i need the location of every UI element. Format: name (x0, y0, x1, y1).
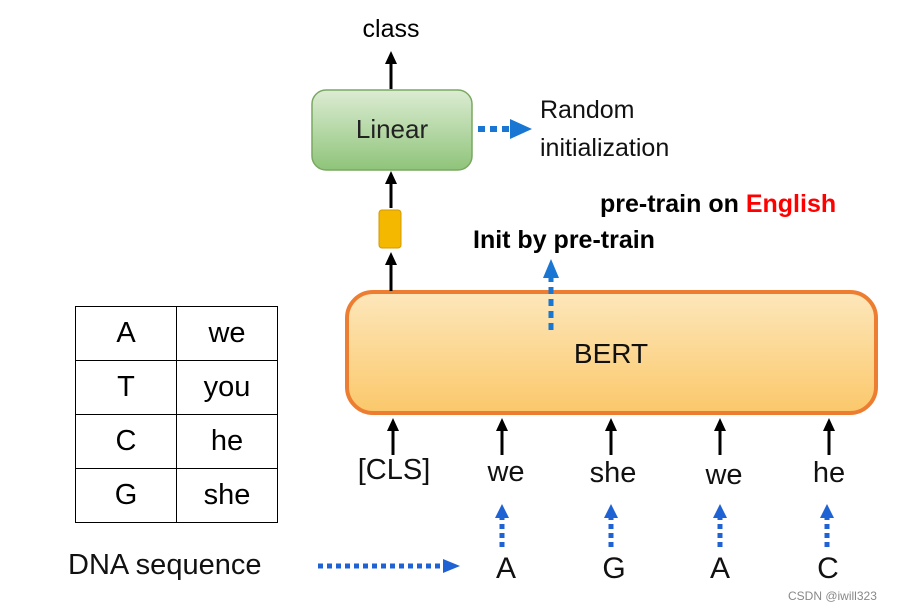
arrow-base-2-to-token (604, 504, 618, 547)
arrow-random-init (478, 119, 532, 139)
mapping-base: G (75, 468, 177, 523)
token-2: she (589, 457, 637, 489)
arrow-vector-to-linear (385, 171, 397, 208)
mapping-row: C he (75, 414, 278, 469)
mapping-word: you (176, 360, 278, 415)
mapping-word: he (176, 414, 278, 469)
arrow-bert-to-vector (385, 252, 397, 291)
mapping-base: T (75, 360, 177, 415)
cls-token: [CLS] (357, 454, 431, 486)
arrow-linear-to-class (385, 51, 397, 89)
arrow-dna-to-bases (318, 559, 460, 573)
bert-box (345, 290, 878, 415)
linear-box (311, 89, 473, 171)
dna-base-4: C (817, 552, 839, 585)
linear-label: Linear (355, 114, 429, 144)
output-class-label: class (362, 15, 420, 43)
arrow-token-2-to-bert (605, 418, 617, 455)
arrow-token-4-to-bert (823, 418, 835, 455)
arrow-base-3-to-token (713, 504, 727, 547)
mapping-row: T you (75, 360, 278, 415)
mapping-word: we (176, 306, 278, 361)
dna-base-3: A (709, 552, 731, 585)
mapping-row: G she (75, 468, 278, 523)
pretrain-language: English (745, 190, 837, 218)
arrow-token-3-to-bert (714, 418, 726, 455)
token-4: he (812, 457, 846, 489)
mapping-base: A (75, 306, 177, 361)
dna-base-1: A (495, 552, 517, 585)
arrow-cls-to-bert (387, 418, 399, 455)
mapping-base: C (75, 414, 177, 469)
token-1: we (487, 456, 525, 488)
arrow-base-4-to-token (820, 504, 834, 547)
mapping-word: she (176, 468, 278, 523)
dna-sequence-label: DNA sequence (68, 549, 262, 581)
token-3: we (705, 459, 743, 491)
arrow-init-by-pretrain (543, 259, 559, 330)
arrow-token-1-to-bert (496, 418, 508, 455)
random-init-line-1: Random (540, 96, 635, 124)
dna-base-2: G (602, 552, 626, 585)
bert-label: BERT (573, 338, 649, 369)
watermark: CSDN @iwill323 (788, 589, 877, 603)
random-init-line-2: initialization (540, 134, 670, 162)
mapping-row: A we (75, 306, 278, 361)
arrow-base-1-to-token (495, 504, 509, 547)
cls-vector (378, 209, 402, 249)
pretrain-prefix: pre-train on (600, 190, 746, 218)
dna-word-mapping-table: A we T you C he G she (75, 306, 278, 523)
pretrain-language-note: pre-train on English (600, 192, 836, 217)
init-by-pretrain-label: Init by pre-train (473, 226, 655, 254)
